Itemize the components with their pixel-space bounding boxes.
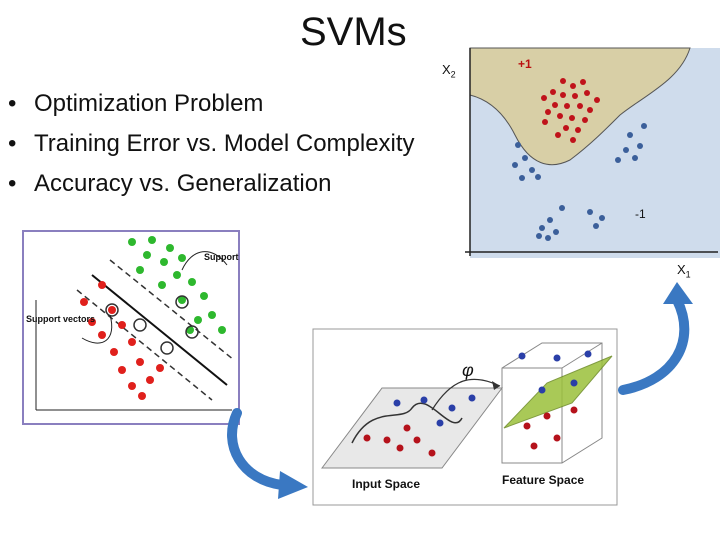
y-axis-label: X2: [442, 62, 456, 80]
feature-space-label: Feature Space: [502, 473, 584, 487]
pointer-arrow: [181, 251, 228, 271]
decision-boundary-plot: +1 -1: [465, 47, 720, 258]
input-blue-points: [393, 394, 476, 427]
feature-red-points: [523, 406, 578, 450]
input-space-boundary: [351, 402, 463, 444]
support-vectors-label-right: Support vectors: [204, 252, 240, 262]
positive-class-label: +1: [518, 57, 532, 71]
x-axis-label: X1: [677, 262, 691, 280]
positive-class-points: [80, 281, 174, 400]
margin-line-upper: [109, 259, 235, 361]
feature-blue-points: [518, 350, 592, 394]
feature-space-box: [501, 342, 603, 464]
positive-points: [541, 78, 600, 143]
margin-diagram: Support vectors Support vectors: [22, 230, 240, 425]
negative-class-label: -1: [635, 207, 646, 221]
pointer-arrow: [81, 314, 113, 344]
kernel-mapping-diagram: φ Input Space Feature Space: [312, 328, 618, 506]
arrow-up-right: [618, 282, 693, 395]
slide-title: SVMs: [300, 10, 407, 54]
support-vectors-label-left: Support vectors: [26, 314, 95, 324]
hyperplane: [91, 274, 228, 386]
bullet-item: Accuracy vs. Generalization: [8, 164, 415, 204]
input-space-label: Input Space: [352, 477, 420, 491]
mapping-arrow: [431, 378, 501, 411]
margin-line-lower: [76, 289, 213, 401]
input-red-points: [363, 424, 436, 457]
negative-class-points: [128, 236, 226, 339]
bullet-list: Optimization Problem Training Error vs. …: [8, 84, 415, 204]
arrow-down-left: [227, 408, 308, 499]
negative-points: [512, 123, 647, 241]
separating-hyperplane: [503, 355, 613, 429]
bullet-item: Optimization Problem: [8, 84, 415, 124]
phi-symbol: φ: [462, 360, 474, 380]
bullet-item: Training Error vs. Model Complexity: [8, 124, 415, 164]
